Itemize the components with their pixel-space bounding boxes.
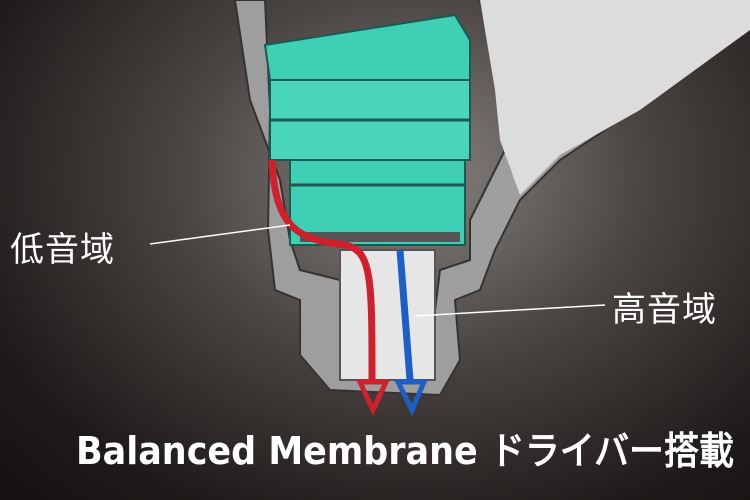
high-leader-line — [414, 304, 606, 317]
low-frequency-arrow — [268, 159, 376, 381]
low-frequency-label: 低音域 — [10, 230, 115, 270]
driver-top — [263, 13, 471, 81]
low-leader-line — [149, 224, 291, 245]
high-arrowhead — [393, 379, 428, 416]
caption: Balanced Membrane ドライバー搭載 — [76, 429, 734, 473]
high-frequency-label: 高音域 — [612, 290, 717, 330]
housing-inner — [480, 0, 750, 195]
high-frequency-arrow — [396, 249, 414, 381]
low-arrowhead — [356, 379, 390, 416]
sound-tube — [339, 249, 436, 381]
driver-bottom — [289, 159, 466, 246]
